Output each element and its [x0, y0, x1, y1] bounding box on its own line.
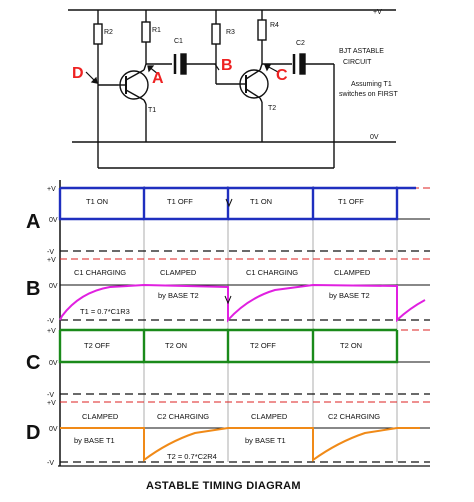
- row-b-level-bottom: -V: [47, 318, 54, 325]
- label-t2: T2: [268, 105, 276, 112]
- resistor-r4: [257, 19, 267, 41]
- row-c-label-4: T2 ON: [340, 341, 362, 350]
- row-b-level-top: +V: [47, 257, 56, 264]
- resistor-r3: [211, 23, 221, 45]
- row-b-sublabel-2: by BASE T2: [329, 291, 370, 300]
- row-d-sublabel-1: by BASE T1: [74, 436, 115, 445]
- row-b-waveform: [59, 283, 426, 323]
- row-a: A +V 0V -V T1 ON T1 OFF T1 ON T1 OFF: [26, 186, 430, 256]
- row-c-letter: C: [26, 352, 40, 374]
- row-a-label-1: T1 ON: [86, 197, 108, 206]
- row-d-letter: D: [26, 422, 40, 444]
- node-c: C: [276, 67, 288, 84]
- row-a-level-top: +V: [47, 186, 56, 193]
- row-b-label-4: CLAMPED: [334, 268, 371, 277]
- arrow-b-icon: [214, 63, 220, 71]
- label-r2: R2: [104, 29, 113, 36]
- row-b-letter: B: [26, 278, 40, 300]
- row-c-level-bottom: -V: [47, 392, 54, 399]
- row-a-level-bottom: -V: [47, 249, 54, 256]
- row-a-level-mid: 0V: [49, 217, 58, 224]
- row-c-label-3: T2 OFF: [250, 341, 276, 350]
- capacitor-c2-plate-b: [299, 53, 306, 75]
- timing-title: ASTABLE TIMING DIAGRAM: [146, 480, 301, 492]
- row-d-level-mid: 0V: [49, 426, 58, 433]
- row-d-level-top: +V: [47, 400, 56, 407]
- row-b-label-2: CLAMPED: [160, 268, 197, 277]
- label-t1: T1: [148, 107, 156, 114]
- row-d-label-3: CLAMPED: [251, 412, 288, 421]
- row-a-label-3: T1 ON: [250, 197, 272, 206]
- row-c-level-mid: 0V: [49, 360, 58, 367]
- row-b-label-1: C1 CHARGING: [74, 268, 126, 277]
- timing-frame: [58, 180, 430, 467]
- resistor-r1: [141, 21, 151, 43]
- row-b-level-mid: 0V: [49, 283, 58, 290]
- note-line1: BJT ASTABLE: [339, 48, 384, 55]
- row-b-formula: T1 = 0.7*C1R3: [80, 307, 130, 316]
- row-c-level-top: +V: [47, 328, 56, 335]
- supply-label: +V: [373, 9, 382, 16]
- capacitor-c1-plate-b: [180, 53, 187, 75]
- row-b: B +V 0V -V C1 CHARGING CLAMPED C1 CHARGI…: [26, 257, 430, 325]
- note-line2: CIRCUIT: [343, 59, 372, 66]
- node-a: A: [152, 70, 164, 87]
- circuit-schematic: [68, 9, 396, 169]
- resistor-r2: [93, 23, 103, 45]
- row-d-waveform: [60, 427, 420, 462]
- row-d-label-4: C2 CHARGING: [328, 412, 380, 421]
- row-a-label-4: T1 OFF: [338, 197, 364, 206]
- label-c1: C1: [174, 38, 183, 45]
- label-r4: R4: [270, 22, 279, 29]
- row-d-level-bottom: -V: [47, 460, 54, 467]
- row-c-label-2: T2 ON: [165, 341, 187, 350]
- row-a-chevron-icon: [225, 198, 233, 208]
- row-a-label-2: T1 OFF: [167, 197, 193, 206]
- row-d-label-2: C2 CHARGING: [157, 412, 209, 421]
- row-b-sublabel-1: by BASE T2: [158, 291, 199, 300]
- row-a-letter: A: [26, 211, 40, 233]
- ground-label: 0V: [370, 134, 379, 141]
- label-c2: C2: [296, 40, 305, 47]
- row-b-label-3: C1 CHARGING: [246, 268, 298, 277]
- row-b-chevron-icon: [224, 295, 232, 305]
- note-line4: switches on FIRST: [339, 91, 398, 98]
- row-a-waveform: [60, 186, 416, 221]
- node-b: B: [221, 57, 233, 74]
- row-d-sublabel-2: by BASE T1: [245, 436, 286, 445]
- row-c: C +V 0V -V T2 OFF T2 ON T2 OFF T2 ON: [26, 328, 430, 399]
- note-line3: Assuming T1: [351, 81, 392, 88]
- row-c-label-1: T2 OFF: [84, 341, 110, 350]
- label-r1: R1: [152, 27, 161, 34]
- node-d: D: [72, 65, 84, 82]
- row-d: D +V 0V -V CLAMPED C2 CHARGING CLAMPED C…: [26, 400, 430, 467]
- row-d-formula: T2 = 0.7*C2R4: [167, 452, 217, 461]
- label-r3: R3: [226, 29, 235, 36]
- row-d-label-1: CLAMPED: [82, 412, 119, 421]
